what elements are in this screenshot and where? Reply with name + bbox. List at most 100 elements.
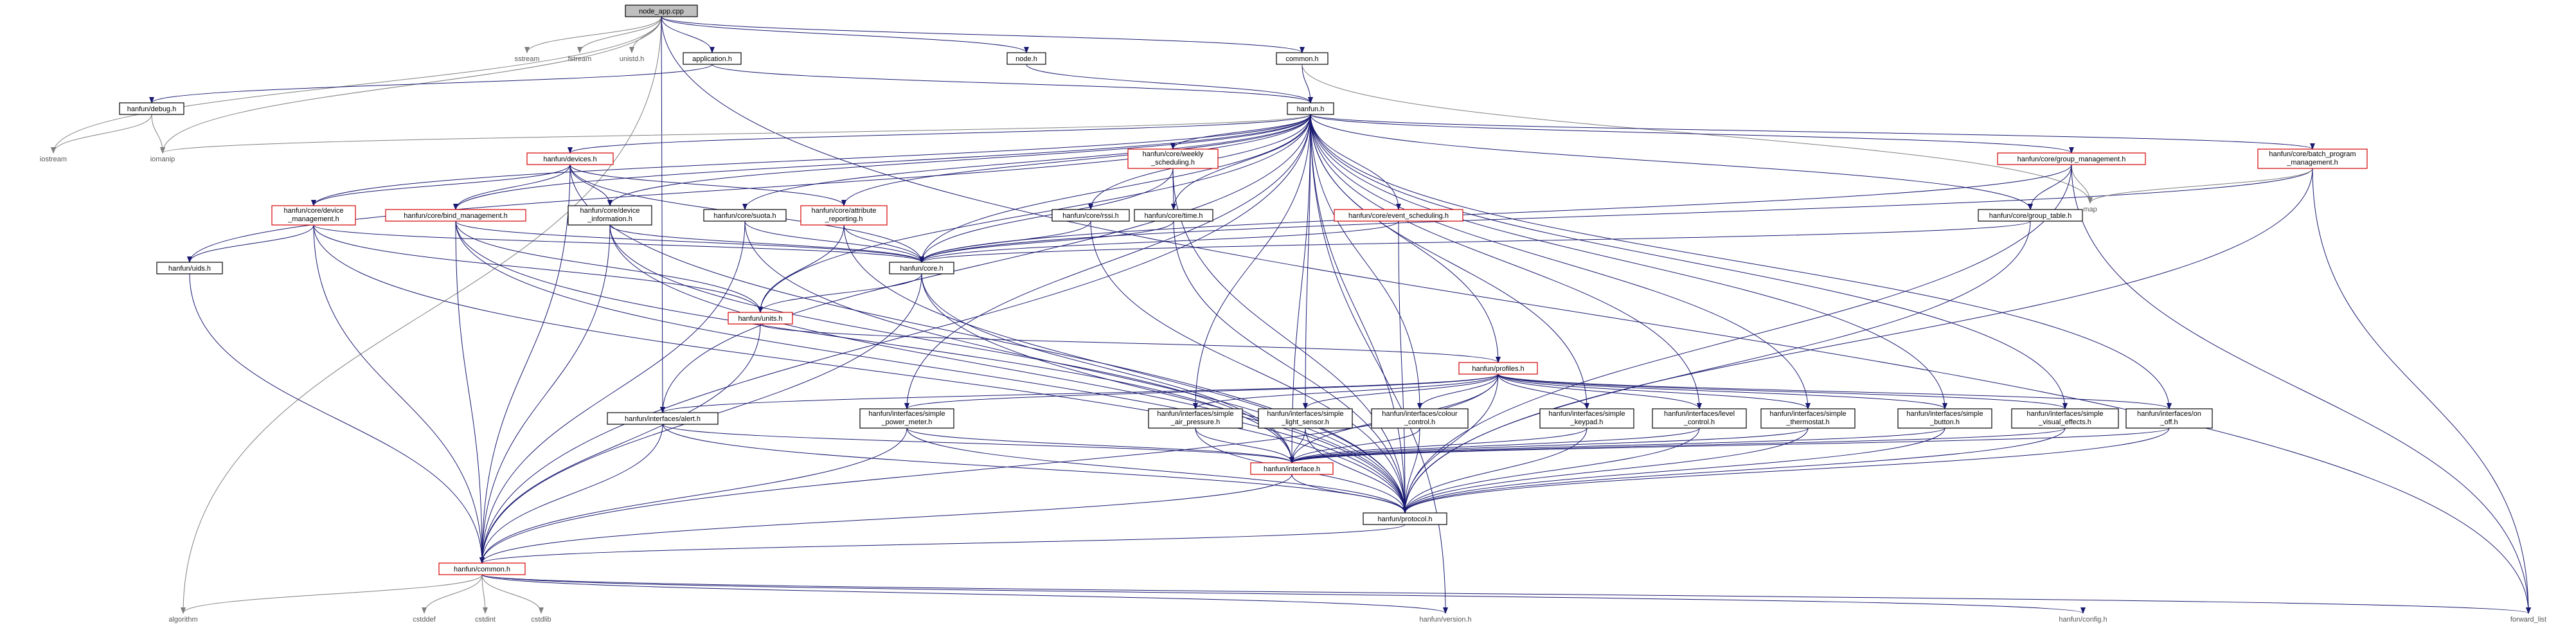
edge-simple_power_meter_h-to-hanfun_common_h [479, 427, 908, 564]
edge-hanfun_h-to-version_h [1310, 114, 1448, 614]
edge-node_app_cpp-to-iomanip [160, 16, 662, 154]
edge-device_management_h-to-core_h [313, 224, 924, 263]
node-attribute_reporting_h[interactable]: hanfun/core/attribute_reporting.h [800, 205, 888, 226]
node-label: hanfun/profiles.h [1472, 365, 1524, 373]
node-hanfun_common_h[interactable]: hanfun/common.h [438, 562, 526, 575]
node-label: hanfun/debug.h [127, 105, 176, 113]
edge-alert_h-to-hanfun_common_h [479, 424, 663, 564]
node-box [1287, 102, 1334, 115]
node-core_h[interactable]: hanfun/core.h [889, 262, 954, 274]
node-label: _air_pressure.h [1170, 418, 1220, 426]
node-batch_program_h[interactable]: hanfun/core/batch_program_management.h [2257, 148, 2368, 169]
node-alert_h[interactable]: hanfun/interfaces/alert.h [607, 412, 719, 425]
node-simple_keypad_h[interactable]: hanfun/interfaces/simple_keypad.h [1539, 408, 1634, 429]
node-box [1897, 408, 1992, 429]
node-label: _management.h [287, 215, 339, 223]
edge-batch_program_h-to-core_h [919, 168, 2313, 263]
node-label: hanfun/devices.h [543, 156, 596, 163]
edge-device_management_h-to-hanfun_common_h [313, 224, 485, 564]
edge-bind_management_h-to-core_h [455, 220, 924, 263]
edge-profiles_h-to-simple_button_h [1498, 373, 1947, 409]
node-group_management_h[interactable]: hanfun/core/group_management.h [1997, 152, 2146, 165]
node-simple_air_pressure_h[interactable]: hanfun/interfaces/simple_air_pressure.h [1148, 408, 1243, 429]
edge-hanfun_h-to-simple_air_pressure_h [1193, 114, 1311, 409]
node-label: hanfun/core/rssi.h [1062, 212, 1118, 220]
node-hanfun_h[interactable]: hanfun.h [1287, 102, 1334, 115]
node-version_h: hanfun/version.h [1419, 616, 1471, 624]
node-label: hanfun/core/time.h [1144, 212, 1203, 220]
node-simple_light_sensor_h[interactable]: hanfun/interfaces/simple_light_sensor.h [1258, 408, 1353, 429]
edge-hanfun_h-to-device_management_h [311, 114, 1311, 206]
node-common_h[interactable]: common.h [1276, 52, 1328, 65]
node-rssi_h[interactable]: hanfun/core/rssi.h [1051, 209, 1130, 222]
node-box [438, 562, 526, 575]
edge-time_h-to-protocol_h [1173, 220, 1408, 514]
node-box [1760, 408, 1856, 429]
node-label: _thermostat.h [1785, 418, 1829, 426]
node-uids_h[interactable]: hanfun/uids.h [156, 262, 223, 274]
node-colour_control_h[interactable]: hanfun/interfaces/colour_control.h [1371, 408, 1469, 429]
node-label: _keypad.h [1570, 418, 1604, 426]
edge-hanfun_h-to-iomanip [160, 114, 1311, 154]
edge-group_table_h-to-protocol_h [1402, 220, 2031, 514]
node-box [526, 152, 614, 165]
node-device_management_h[interactable]: hanfun/core/device_management.h [271, 205, 356, 226]
node-box [703, 209, 787, 222]
node-application_h[interactable]: application.h [683, 52, 742, 65]
node-label: hanfun/interface.h [1264, 465, 1320, 473]
node-label: hanfun/interfaces/simple [868, 410, 945, 418]
node-interface_h[interactable]: hanfun/interface.h [1250, 462, 1334, 475]
edge-profiles_h-to-level_control_h [1498, 373, 1702, 409]
edge-profiles_h-to-simple_thermostat_h [1498, 373, 1811, 409]
edge-common_h-to-hanfun_h [1301, 64, 1313, 103]
edge-interface_h-to-hanfun_common_h [479, 474, 1292, 564]
node-label: hanfun/interfaces/colour [1382, 410, 1458, 418]
edge-profiles_h-to-alert_h [660, 373, 1499, 413]
node-units_h[interactable]: hanfun/units.h [728, 312, 793, 325]
node-simple_visual_effects_h[interactable]: hanfun/interfaces/simple_visual_effects.… [2011, 408, 2119, 429]
edge-node_app_cpp-to-alert_h [659, 16, 665, 413]
node-protocol_h[interactable]: hanfun/protocol.h [1363, 512, 1447, 525]
node-suota_h[interactable]: hanfun/core/suota.h [703, 209, 787, 222]
node-on_off_h[interactable]: hanfun/interfaces/on_off.h [2125, 408, 2213, 429]
node-weekly_scheduling_h[interactable]: hanfun/core/weekly_scheduling.h [1127, 148, 1219, 169]
node-hanfun_debug_h[interactable]: hanfun/debug.h [119, 102, 184, 115]
edge-simple_visual_effects_h-to-interface_h [1289, 427, 2066, 463]
edge-devices_h-to-hanfun_common_h [479, 164, 571, 564]
edge-profiles_h-to-simple_light_sensor_h [1303, 373, 1499, 409]
node-simple_power_meter_h[interactable]: hanfun/interfaces/simple_power_meter.h [859, 408, 954, 429]
node-level_control_h[interactable]: hanfun/interfaces/level_control.h [1652, 408, 1747, 429]
node-label: hanfun/units.h [738, 315, 782, 323]
edge-application_h-to-hanfun_h [711, 64, 1313, 103]
edge-hanfun_h-to-alert_h [660, 114, 1311, 413]
node-bind_management_h[interactable]: hanfun/core/bind_management.h [385, 209, 526, 222]
node-label: hanfun/core.h [900, 265, 943, 273]
node-simple_thermostat_h[interactable]: hanfun/interfaces/simple_thermostat.h [1760, 408, 1856, 429]
edge-on_off_h-to-protocol_h [1402, 427, 2170, 514]
node-group_table_h[interactable]: hanfun/core/group_table.h [1978, 209, 2083, 222]
edge-profiles_h-to-colour_control_h [1417, 373, 1499, 409]
node-box [1250, 462, 1334, 475]
edge-device_information_h-to-core_h [609, 224, 924, 263]
node-box [1051, 209, 1130, 222]
node-time_h[interactable]: hanfun/core/time.h [1134, 209, 1213, 222]
edge-hanfun_h-to-devices_h [568, 114, 1311, 154]
node-box [1363, 512, 1447, 525]
node-event_scheduling_h[interactable]: hanfun/core/event_scheduling.h [1334, 209, 1463, 222]
edge-core_h-to-units_h [758, 273, 922, 313]
node-algorithm: algorithm [168, 616, 197, 624]
node-label: _visual_effects.h [2038, 418, 2091, 426]
edge-node_app_cpp-to-node_h [661, 16, 1029, 53]
edge-rssi_h-to-protocol_h [1090, 220, 1408, 514]
node-label: _scheduling.h [1150, 159, 1195, 166]
node-device_information_h[interactable]: hanfun/core/device_information.h [568, 205, 652, 226]
node-devices_h[interactable]: hanfun/devices.h [526, 152, 614, 165]
node-box [385, 209, 526, 222]
node-node_h[interactable]: node.h [1006, 52, 1046, 65]
node-simple_button_h[interactable]: hanfun/interfaces/simple_button.h [1897, 408, 1992, 429]
edge-node_app_cpp-to-common_h [661, 16, 1305, 53]
node-profiles_h[interactable]: hanfun/profiles.h [1458, 362, 1538, 375]
edge-node_app_cpp-to-sstream [524, 16, 662, 53]
node-node_app_cpp[interactable]: node_app.cpp [625, 4, 698, 17]
edge-bind_management_h-to-hanfun_common_h [455, 220, 485, 564]
